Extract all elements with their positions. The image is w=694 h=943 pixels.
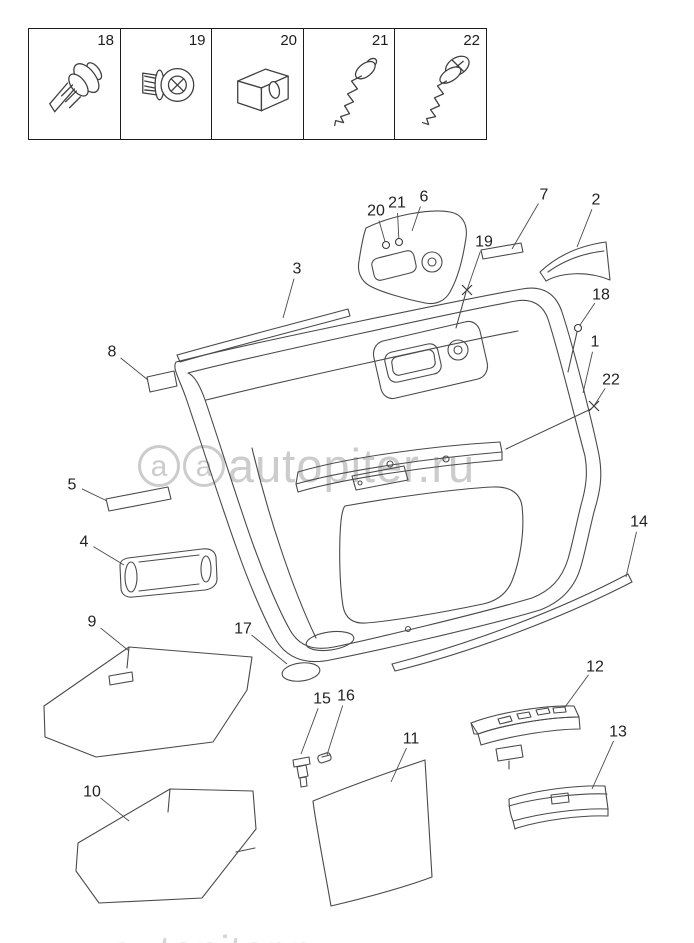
callout-label: 2 [592,192,601,209]
callout-label: 12 [586,659,604,676]
callout-label: 14 [630,514,648,531]
callout-leader-line [100,797,130,822]
trim-clip-icon [49,62,103,113]
callout-label: 13 [609,724,627,741]
legend-cell-22: 22 [394,28,487,140]
legend-cell-21: 21 [302,28,396,140]
fastener-legend: 18 19 [28,28,487,140]
callout-leader-line [120,357,149,381]
screw-22-position-line [505,408,592,450]
callout-leader-line [390,747,407,783]
callout-label: 9 [88,614,97,631]
callout-label: 5 [68,477,77,494]
callout-label: 10 [83,784,101,801]
legend-cell-19: 19 [119,28,213,140]
circled-a-icon: a [183,444,225,487]
callout-leader-line [625,531,637,578]
callout-leader-line [466,251,481,291]
callout-label: 11 [403,731,420,748]
sash-strip [480,242,524,260]
legend-cell-20: 20 [211,28,304,140]
callout-label: 18 [592,287,610,304]
lamp-socket-clip [292,756,311,788]
callout-label: 15 [313,691,331,708]
armrest [295,441,503,493]
callout-label: 6 [420,189,429,206]
mirror-corner-cover [539,241,611,282]
legend-cell-18: 18 [28,28,121,140]
window-switch-panel [470,705,581,770]
circled-a-icon: a [138,444,180,487]
insulation-sheet-upper [43,646,253,758]
callout-leader-line [564,674,589,708]
callout-leader-line [282,278,295,319]
speaker-opening [305,630,355,652]
panel-hole [404,625,412,633]
legend-number: 22 [463,32,480,49]
bulb [317,752,332,764]
watermark-bottom-sliver: autopiter.ru [110,927,330,943]
trim-strip [105,486,172,512]
circle-marker [381,240,391,250]
callout-label: 4 [80,534,89,551]
x-marker [461,284,473,296]
callout-label: 16 [337,688,355,705]
vapor-barrier-sheet [312,759,433,907]
legend-number: 19 [188,32,206,49]
inner-handle-bezel-installed [372,320,489,400]
callout-leader-line [251,634,288,665]
legend-number: 21 [371,32,389,49]
callout-leader-line [300,708,319,755]
lower-molding-strip [391,573,633,672]
clip-pad [146,370,178,393]
callout-leader-line [81,488,108,502]
callout-leader-line [576,209,593,248]
callout-label: 19 [475,234,493,251]
clip-19-position-line [455,291,467,329]
grommet-cap [281,662,321,682]
screw-with-washer-icon [141,68,194,102]
single-switch-bezel [508,785,609,830]
callout-leader-line [378,220,387,246]
self-tapping-screw-icon [333,57,377,127]
legend-number: 18 [97,32,114,49]
callout-leader-line [511,203,539,250]
upper-finish-panel [357,210,467,305]
legend-number: 20 [280,32,297,49]
clip-18-position-line [567,331,578,373]
circle-marker [394,237,404,247]
callout-label: 7 [540,187,549,204]
callout-leader-line [577,302,596,329]
callout-leader-line [397,212,400,243]
callout-leader-line [593,388,606,407]
self-tapping-screw-large-icon [422,55,470,126]
callout-label: 8 [108,344,117,361]
callout-leader-line [411,206,421,232]
callout-label: 20 [367,203,385,220]
callout-label: 22 [602,372,620,389]
callout-label: 1 [591,334,600,351]
circle-marker [573,323,583,333]
callout-leader-line [326,705,344,756]
door-trim-panel [174,287,602,663]
callout-leader-line [100,627,130,652]
belt-molding-strip [176,308,351,363]
callout-label: 21 [388,195,406,212]
x-marker [588,400,600,412]
assist-grip [119,548,218,598]
map-pocket [339,486,524,624]
callout-label: 3 [293,261,302,278]
callout-label: 17 [234,621,252,638]
callout-leader-line [93,546,125,566]
callout-leader-line [582,351,593,394]
callout-leader-line [591,740,614,790]
square-grommet-icon [237,68,289,112]
insulation-sheet-lower [75,788,257,904]
